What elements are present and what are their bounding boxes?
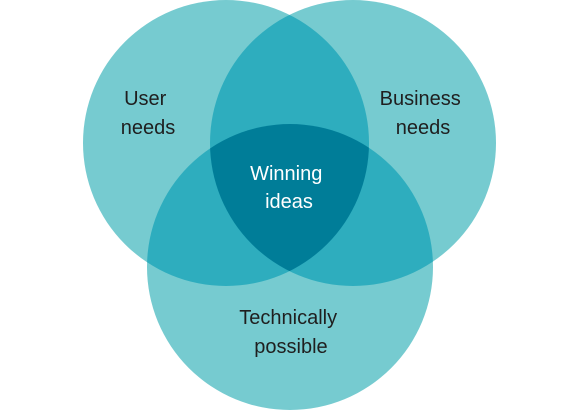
label-user-needs-line1: User: [124, 88, 167, 110]
label-technically-possible-line2: possible: [254, 336, 327, 358]
label-technically-possible-line1: Technically: [239, 307, 337, 329]
label-user-needs: User needs: [121, 88, 176, 139]
label-technically-possible: Technically possible: [239, 307, 342, 358]
label-winning-ideas-line2: ideas: [265, 191, 313, 213]
label-business-needs-line1: Business: [380, 88, 461, 110]
label-business-needs-line2: needs: [396, 117, 451, 139]
label-user-needs-line2: needs: [121, 117, 176, 139]
label-winning-ideas-line1: Winning: [250, 163, 322, 185]
label-business-needs: Business needs: [380, 88, 467, 139]
label-winning-ideas: Winning ideas: [250, 163, 328, 213]
